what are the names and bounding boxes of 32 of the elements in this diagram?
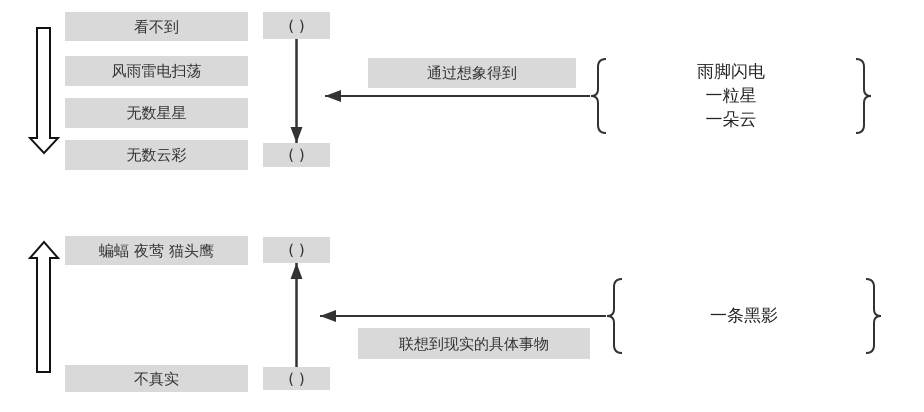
note-box — [368, 58, 576, 88]
note-text: 通过想象得到 — [427, 64, 517, 82]
parentheses-text: ( ) — [288, 241, 305, 259]
parentheses-text: ( ) — [288, 16, 305, 34]
parentheses-text: ( ) — [288, 370, 305, 388]
braced-text: 一朵云 — [706, 109, 756, 132]
braced-text: 一条黑影 — [710, 305, 778, 328]
term-box — [65, 12, 248, 41]
term-text: 看不到 — [134, 18, 179, 36]
arrow — [290, 39, 302, 143]
arrow — [290, 263, 302, 367]
term-box — [65, 365, 248, 392]
term-box — [65, 56, 248, 86]
answer-box — [263, 237, 330, 263]
answer-box — [263, 367, 330, 390]
term-text: 蝙蝠 夜莺 猫头鹰 — [99, 242, 214, 260]
term-box — [65, 236, 248, 265]
braced-text: 雨脚闪电 — [697, 61, 765, 84]
answer-box — [263, 143, 330, 167]
braced-text: 一粒星 — [706, 85, 756, 108]
term-text: 无数云彩 — [126, 146, 186, 164]
arrow — [320, 310, 606, 322]
term-box — [65, 98, 248, 128]
term-text: 风雨雷电扫荡 — [112, 62, 202, 80]
note-text: 联想到现实的具体事物 — [399, 334, 549, 352]
arrow — [325, 90, 590, 102]
term-text: 不真实 — [134, 370, 179, 388]
term-box — [65, 140, 248, 170]
answer-box — [263, 12, 330, 39]
note-box — [358, 328, 590, 359]
term-text: 无数星星 — [126, 104, 186, 122]
parentheses-text: ( ) — [288, 146, 305, 164]
